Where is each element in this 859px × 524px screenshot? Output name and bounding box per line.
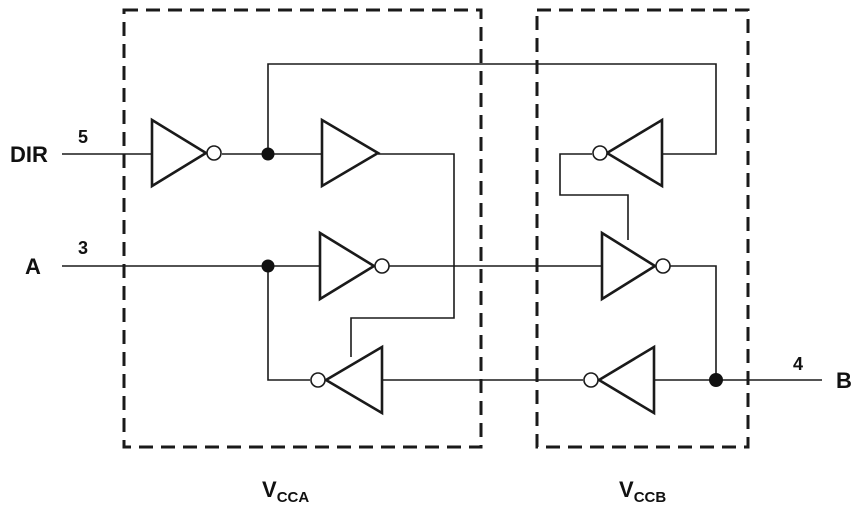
a-side-inverter-bubble <box>374 258 390 274</box>
a-to-b-output-wire <box>670 265 717 380</box>
a-junction-dot <box>261 259 275 273</box>
a-side-inverter <box>318 230 377 302</box>
a-to-b-buffer <box>600 230 658 302</box>
enable-b-wire <box>559 153 629 240</box>
b-to-a-buffer <box>323 344 384 416</box>
b-side-inverter <box>596 344 656 416</box>
dir-inverter <box>150 117 209 189</box>
a-signal-label: A <box>25 254 41 279</box>
wiring <box>62 63 822 381</box>
vcca-label: VCCA <box>262 477 309 506</box>
dir-pin-number: 5 <box>78 127 88 147</box>
gates <box>150 117 671 416</box>
a-pin-number: 3 <box>78 238 88 258</box>
vccb-label: VCCB <box>619 477 666 506</box>
dir-junction-dot <box>261 147 275 161</box>
vcca-label-sub: CCA <box>277 489 310 506</box>
b-side-inverter-bubble <box>583 372 599 388</box>
b-to-a-buffer-bubble <box>310 372 326 388</box>
vcca-label-main: V <box>262 477 277 502</box>
dir-signal-label: DIR <box>10 142 48 167</box>
vccb-label-main: V <box>619 477 634 502</box>
b-side-enable-inverter <box>604 117 664 189</box>
a-to-b-buffer-bubble <box>655 258 671 274</box>
b-to-a-output-wire <box>267 266 310 381</box>
enable-buffer <box>320 117 381 189</box>
vcca-domain-box <box>122 8 483 449</box>
vccb-label-sub: CCB <box>634 489 667 506</box>
b-side-enable-bubble <box>592 145 608 161</box>
dir-inverter-bubble <box>206 145 222 161</box>
b-junction-dot <box>709 373 723 387</box>
enable-a-wire <box>350 153 455 357</box>
b-pin-number: 4 <box>793 354 803 374</box>
vccb-domain-box <box>535 8 750 449</box>
b-signal-label: B <box>836 368 852 393</box>
dir-to-b-side-wire <box>267 63 717 155</box>
